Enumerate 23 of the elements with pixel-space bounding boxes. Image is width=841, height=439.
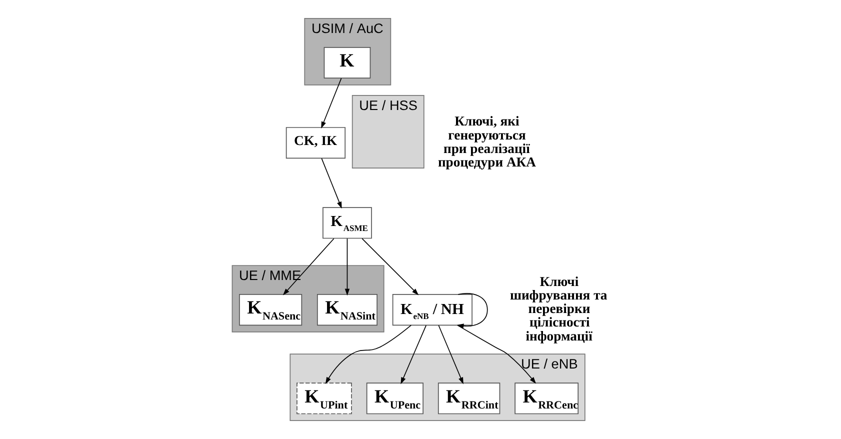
arrow: [438, 324, 464, 384]
node-box: K$_{RRCenc}$: [514, 382, 579, 414]
node-box: K$_{UPenc}$: [366, 382, 424, 414]
arrow: [282, 238, 334, 296]
label: Ключі, які генеруються при реалізації процедури АКА: [438, 114, 536, 170]
arrow: [321, 158, 342, 209]
node-box: CK, IK: [286, 127, 346, 159]
arrow: [456, 293, 488, 328]
node-box: K: [324, 46, 371, 78]
node-box: K$_{UPint}$: [296, 382, 352, 414]
label: Ключі шифрування та перевірки цілісності інформації: [510, 274, 608, 344]
arrow: [362, 238, 419, 296]
node-box: K$_{eNB}$ / NH: [392, 294, 472, 326]
arrow: [344, 238, 350, 296]
node-box: K$_{ASME}$: [322, 207, 372, 239]
arrow: [400, 324, 426, 384]
arrow: [321, 78, 342, 128]
arrow: [325, 324, 412, 384]
node-box: K$_{NASenc}$: [239, 294, 302, 326]
node-box: K$_{NASint}$: [317, 294, 378, 326]
node-box: K$_{RRCint}$: [438, 382, 500, 414]
arrow: [457, 324, 536, 384]
node-box: UE / HSS: [352, 95, 424, 168]
